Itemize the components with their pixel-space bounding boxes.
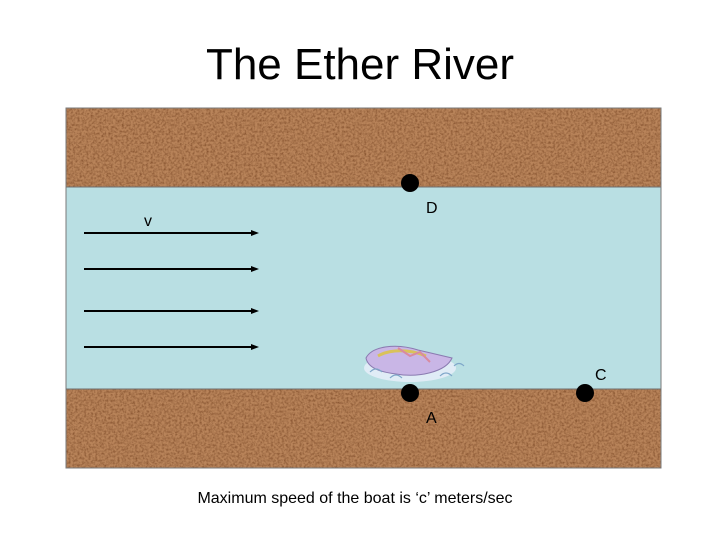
point-c-label: C [595, 367, 607, 384]
river-water [66, 187, 661, 389]
point-d-marker [401, 174, 419, 192]
current-arrows [84, 230, 259, 350]
point-d-label: D [426, 200, 438, 217]
boat-icon [364, 345, 465, 382]
current-arrow [84, 344, 259, 350]
velocity-label: v [144, 213, 152, 230]
caption-text: Maximum speed of the boat is ‘c’ meters/… [197, 490, 513, 507]
diagram-border [65, 107, 662, 469]
current-arrow [84, 266, 259, 272]
top-bank [66, 108, 661, 187]
page-title: The Ether River [205, 40, 515, 89]
current-arrow [84, 308, 259, 314]
point-a-marker [401, 384, 419, 402]
point-a-label: A [426, 410, 437, 427]
bottom-bank [66, 389, 661, 468]
current-arrow [84, 230, 259, 236]
point-c-marker [576, 384, 594, 402]
